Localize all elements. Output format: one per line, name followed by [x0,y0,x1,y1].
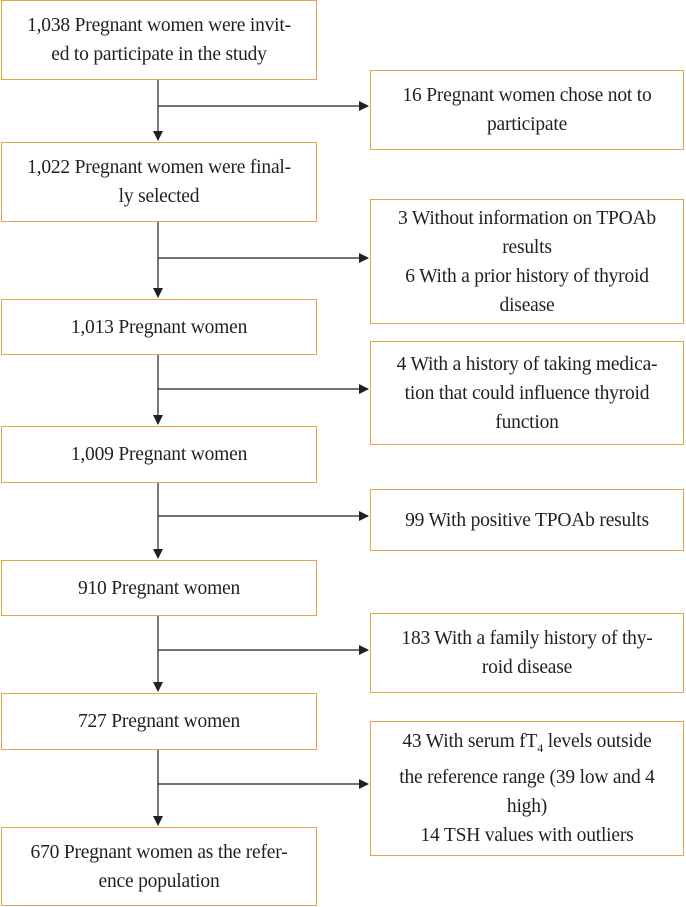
exclusion-declined: 16 Pregnant women chose not to participa… [370,70,684,150]
step-selected: 1,022 Pregnant women were final- ly sele… [1,142,317,222]
step-1009: 1,009 Pregnant women [1,426,317,483]
step-reference-population: 670 Pregnant women as the refer- ence po… [1,827,317,906]
step-727: 727 Pregnant women [1,693,317,750]
exclusion-positive-tpoab: 99 With positive TPOAb results [370,489,684,551]
step-1013: 1,013 Pregnant women [1,299,317,355]
exclusion-medication: 4 With a history of taking medica- tion … [370,341,684,445]
step-910: 910 Pregnant women [1,560,317,616]
step-invited: 1,038 Pregnant women were invit- ed to p… [1,0,317,80]
exclusion-tpoab-history: 3 Without information on TPOAb results 6… [370,199,684,324]
exclusion-ft4-tsh: 43 With serum fT4 levels outside the ref… [370,721,684,856]
exclusion-family-history: 183 With a family history of thy- roid d… [370,613,684,693]
